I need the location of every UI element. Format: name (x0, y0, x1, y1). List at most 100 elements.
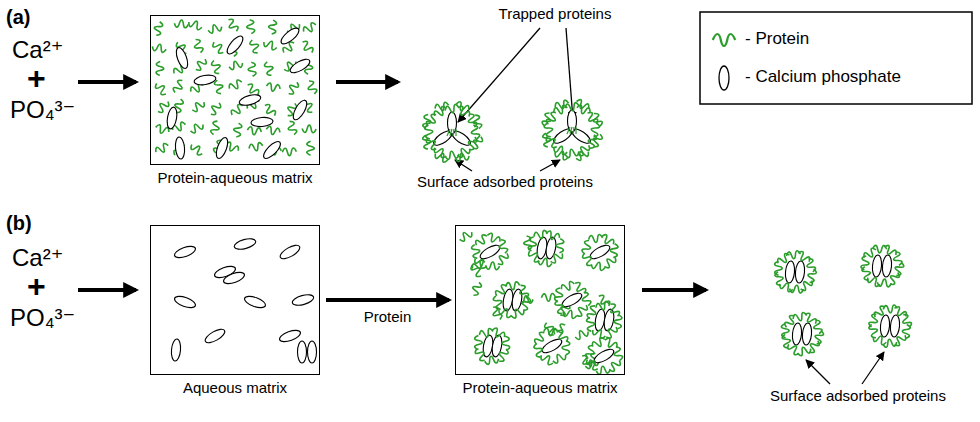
calcium-phosphate-particle (243, 294, 267, 310)
protein-strand (551, 352, 567, 365)
calcium-phosphate-particle (214, 136, 230, 160)
calcium-phosphate-particle (222, 270, 246, 286)
reactant: PO₄³⁻ (10, 304, 75, 332)
protein-strand (554, 149, 570, 161)
protein-strand (591, 336, 607, 350)
protein-strand (775, 261, 783, 275)
protein-strand (434, 150, 450, 163)
calcium-phosphate-particle (173, 294, 197, 310)
calcium-phosphate-particle (431, 128, 454, 148)
protein-strand (604, 324, 619, 339)
protein-strand (495, 251, 510, 266)
reaction-arrow (336, 80, 398, 84)
protein-strand (614, 315, 623, 330)
protein-strand (560, 280, 576, 292)
protein-strand (152, 43, 167, 53)
box-caption: Aqueous matrix (183, 379, 287, 396)
matrix-box: Protein-aqueous matrix (150, 15, 320, 165)
arrow-label: Protein (362, 308, 414, 325)
protein-strand (174, 19, 189, 28)
protein-strand (792, 312, 807, 323)
calcium-phosphate-particle (175, 137, 186, 160)
protein-sample (713, 34, 735, 46)
protein-strand (225, 18, 239, 34)
protein-strand (590, 133, 603, 149)
protein-strand (542, 133, 551, 148)
calcium-phosphate-particle (251, 117, 274, 128)
protein-strand (603, 337, 619, 351)
protein-strand (422, 135, 431, 150)
leader-line (458, 28, 540, 122)
protein-strand (262, 103, 277, 118)
protein-strand (214, 79, 225, 94)
protein-strand (892, 305, 908, 319)
trapped-protein (455, 129, 456, 136)
protein-strand (581, 251, 595, 267)
protein-strand (247, 126, 262, 135)
protein-strand (789, 285, 804, 293)
protein-strand (862, 247, 878, 261)
protein-strand (502, 336, 510, 350)
trapped-protein (567, 127, 570, 134)
calcium-phosphate-particle (872, 255, 883, 278)
protein-strand (543, 321, 557, 337)
protein-strand (882, 244, 898, 258)
protein-strand (527, 248, 542, 263)
protein-strand (861, 256, 870, 271)
trapped-protein (575, 127, 576, 134)
matrix-box: Protein-aqueous matrix (455, 225, 625, 375)
matrix-box: Aqueous matrix (150, 225, 320, 375)
protein-strand (474, 233, 489, 248)
protein-strand (517, 284, 530, 300)
protein-strand (541, 112, 553, 128)
protein-strand (528, 237, 538, 252)
protein-strand (554, 287, 564, 302)
protein-strand (300, 40, 315, 55)
protein-strand (537, 257, 552, 267)
protein-strand (562, 341, 570, 355)
protein-strand (434, 102, 449, 113)
protein-strand (591, 261, 606, 272)
protein-strand (268, 20, 277, 35)
calcium-phosphate-particle (511, 288, 524, 311)
protein-strand (192, 38, 204, 54)
calcium-phosphate-particle (802, 323, 813, 346)
process-arrow (326, 298, 449, 302)
panel-letter: (a) (6, 6, 30, 29)
calcium-phosphate-sample (719, 66, 729, 90)
protein-strand (510, 307, 526, 320)
protein-strand (306, 79, 318, 95)
protein-strand (262, 39, 278, 51)
calcium-phosphate-particle (795, 261, 806, 284)
calcium-phosphate-particle (298, 341, 307, 363)
protein-strand (796, 345, 812, 357)
box-caption: Protein-aqueous matrix (462, 379, 617, 396)
protein-strand (211, 59, 223, 75)
protein-strand (883, 305, 898, 314)
protein-strand (893, 261, 905, 277)
protein-strand (607, 302, 621, 318)
reactant: PO₄³⁻ (10, 96, 75, 124)
calcium-phosphate-particle (551, 126, 574, 146)
protein-strand (612, 346, 623, 362)
protein-strand (266, 82, 281, 92)
protein-strand (805, 257, 817, 273)
protein-strand (424, 125, 433, 140)
protein-strand (248, 62, 257, 77)
protein-strand (786, 341, 801, 356)
protein-strand (812, 319, 823, 334)
trapped-protein (447, 129, 450, 136)
protein-strand (492, 295, 504, 311)
protein-strand (445, 150, 460, 160)
calcium-phosphate-particle (291, 293, 315, 307)
protein-strand (586, 317, 595, 332)
protein-strand (580, 291, 592, 307)
protein-strand (479, 328, 494, 339)
protein-strand (778, 280, 794, 292)
protein-strand (189, 142, 204, 157)
protein-strand (455, 152, 470, 162)
calcium-phosphate-particle (491, 334, 504, 357)
protein-strand (228, 59, 243, 70)
reaction-arrow (642, 288, 706, 292)
protein-strand (902, 324, 911, 339)
